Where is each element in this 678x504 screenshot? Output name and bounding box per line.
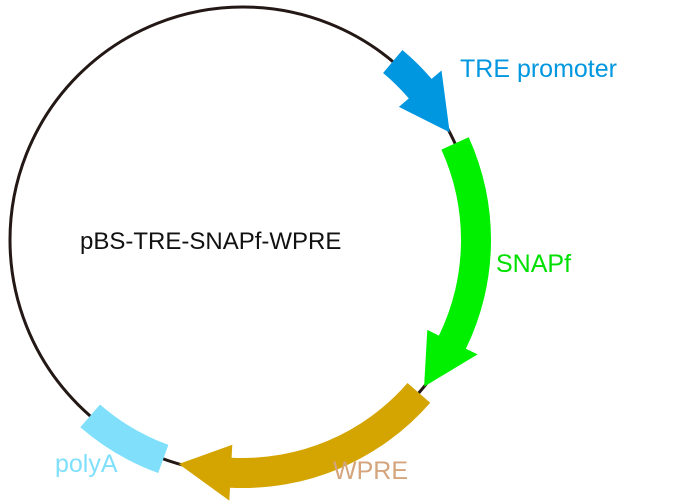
feature-polya <box>80 404 169 473</box>
plasmid-name: pBS-TRE-SNAPf-WPRE <box>80 228 342 255</box>
feature-tre-promoter <box>383 50 450 133</box>
label-polya: polyA <box>55 450 118 478</box>
label-tre-promoter: TRE promoter <box>460 55 617 83</box>
feature-wpre <box>178 383 431 501</box>
label-snapf: SNAPf <box>496 250 572 278</box>
label-wpre: WPRE <box>333 457 408 485</box>
feature-snapf <box>424 137 492 387</box>
